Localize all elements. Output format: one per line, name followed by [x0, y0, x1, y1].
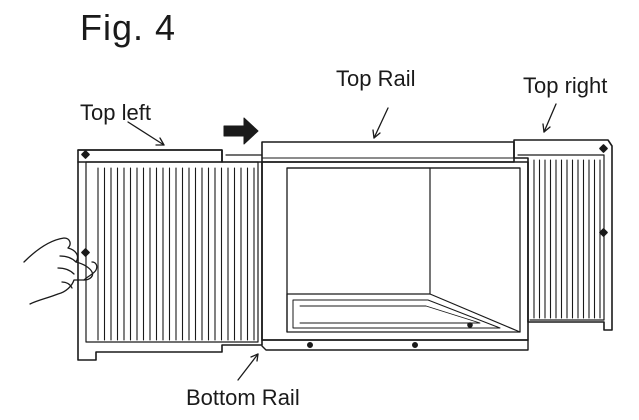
right-panel-pleats: [533, 159, 601, 319]
slide-direction-arrow: [223, 117, 259, 145]
bottom-rail-hole-mid: [411, 341, 418, 348]
left-panel-pleats: [97, 167, 255, 341]
callout-leaders: [127, 103, 557, 381]
bottom-rail-hole-left: [306, 341, 313, 348]
right-panel-inner-frame: [517, 154, 605, 321]
top-right-label: Top right: [523, 73, 608, 98]
right-side-panel: [513, 139, 613, 331]
hand-icon: [23, 237, 98, 305]
hand-fingers: [57, 255, 77, 289]
top-rail-face: [261, 141, 515, 163]
sleeve-back-frame: [286, 167, 431, 295]
hand-thumb: [83, 261, 98, 281]
right-panel-screw-top: [599, 144, 608, 153]
top-rail-leader: [373, 107, 389, 139]
bottom-rail-leader-head: [250, 353, 259, 362]
top-left-leader-head: [155, 137, 165, 146]
center-sleeve-box: [261, 161, 529, 351]
hand-outline: [23, 237, 94, 305]
bottom-rail-leader: [237, 353, 259, 381]
sleeve-front-outer: [261, 161, 529, 341]
left-panel-screw-mid: [81, 248, 90, 257]
top-left-channel: [77, 149, 223, 163]
left-panel-inner-frame: [85, 161, 259, 343]
right-panel-outline: [513, 139, 613, 331]
sleeve-floor: [292, 299, 501, 329]
sleeve-front-inner: [286, 167, 521, 333]
top-rail: [225, 141, 515, 163]
top-right-leader-head: [542, 123, 551, 133]
right-panel-screw-mid: [599, 228, 608, 237]
top-left-leader: [127, 121, 165, 146]
sleeve-floor-inner: [299, 305, 481, 324]
bottom-rail: [261, 339, 529, 351]
top-rail-leader-head: [372, 129, 381, 139]
left-panel-screw-top: [81, 150, 90, 159]
sleeve-right-depth: [429, 167, 521, 333]
bottom-rail-label: Bottom Rail: [186, 385, 300, 410]
top-right-leader: [543, 103, 557, 133]
bottom-rail-hole-right: [467, 322, 473, 328]
left-side-panel: [77, 149, 263, 361]
figure-title: Fig. 4: [80, 7, 177, 48]
top-rail-label: Top Rail: [336, 66, 416, 91]
top-left-label: Top left: [80, 100, 151, 125]
